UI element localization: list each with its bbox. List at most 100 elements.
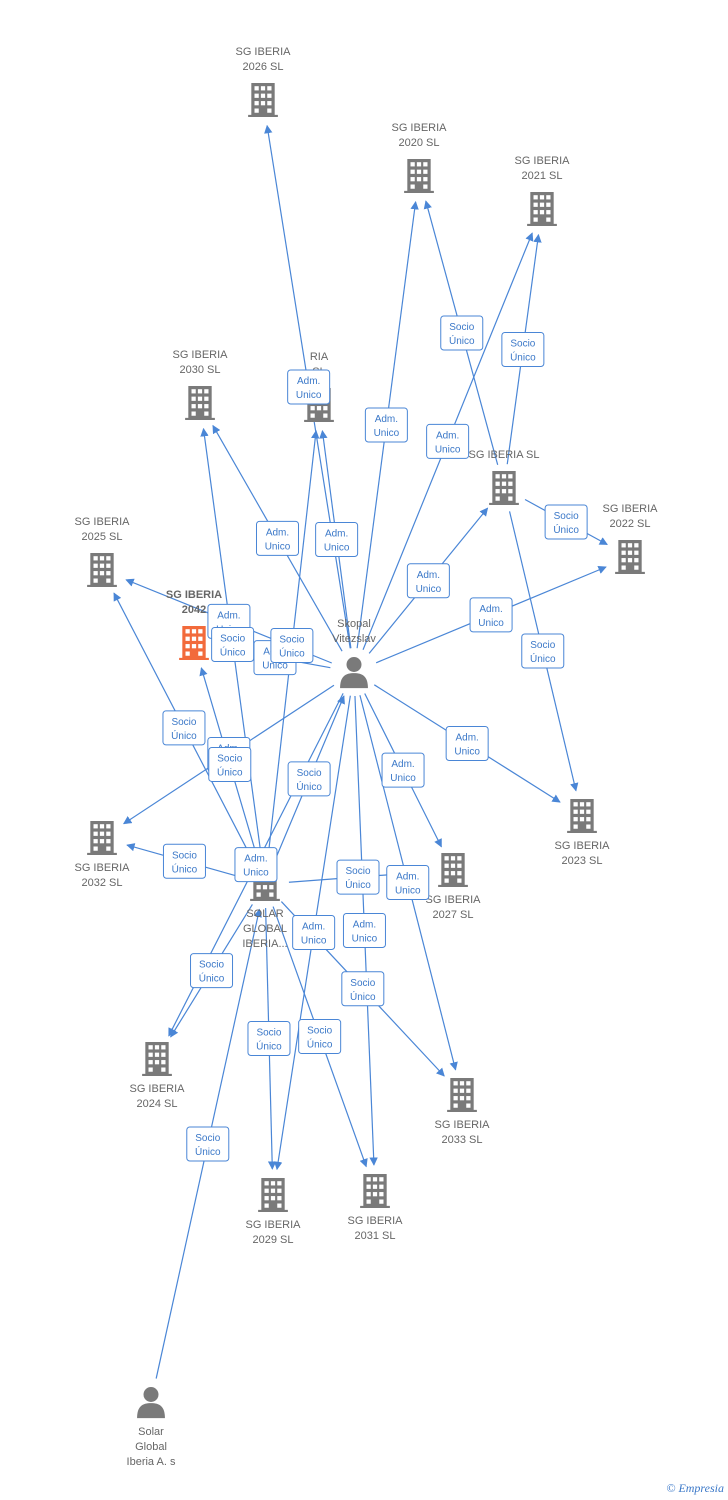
edge-label-text: Socio: [171, 717, 196, 728]
building-icon: [87, 553, 117, 587]
node-label: 2022 SL: [610, 518, 651, 530]
node-sgsl[interactable]: SG IBERIA SL: [469, 449, 540, 505]
node-label: Skopal: [337, 618, 371, 630]
edge-label-box: [287, 761, 331, 797]
edge-label-box: [162, 710, 206, 746]
edge-label-text: Adm.: [266, 527, 289, 538]
edges-layer: [113, 124, 608, 1379]
node-sg2020[interactable]: SG IBERIA 2020 SL: [391, 122, 447, 193]
node-label: 2042: [182, 604, 206, 616]
edge-label-box: [162, 843, 206, 879]
node-label: RIA: [310, 351, 329, 363]
edge-label-badge[interactable]: Adm.Unico: [315, 521, 359, 557]
edge-label-box: [234, 847, 278, 883]
copyright-symbol: ©: [666, 1481, 676, 1495]
edge-label-text: Único: [553, 523, 579, 536]
edge-label-text: Adm.: [417, 570, 440, 581]
edge-label-text: Único: [345, 878, 371, 891]
edge-label-badge[interactable]: Adm. Unico: [234, 847, 278, 883]
node-label: GLOBAL: [243, 923, 287, 935]
edge-label-text: Adm.: [391, 759, 414, 770]
node-label: SG IBERIA: [434, 1119, 490, 1131]
edge-label-badge[interactable]: Adm.Unico: [386, 865, 430, 901]
edge-label-box: [544, 504, 588, 540]
edge-label-box: [521, 633, 565, 669]
footer-credit[interactable]: © Empresia: [666, 1481, 724, 1496]
node-label: 2026 SL: [243, 61, 284, 73]
node-solar[interactable]: SOLARGLOBALIBERIA...: [242, 867, 288, 950]
node-label: Global: [135, 1441, 167, 1453]
node-label: SG IBERIA: [391, 122, 447, 134]
edge-label-badge[interactable]: Adm.Unico: [255, 520, 299, 556]
node-label: SG IBERIA: [172, 349, 228, 361]
edge-label-text: Socio: [279, 634, 304, 645]
edge-label-badge[interactable]: Adm.Unico: [426, 423, 470, 459]
building-icon: [615, 540, 645, 574]
building-icon: [404, 159, 434, 193]
edge-label-text: Único: [172, 862, 198, 875]
edge-label-text: Adm.: [375, 414, 398, 425]
edge-label-text: Adm.: [353, 920, 376, 931]
building-icon: [248, 83, 278, 117]
edge-label-box: [386, 865, 430, 901]
edge-label-text: Unico: [243, 868, 269, 879]
edge-label-text: Socio: [345, 866, 370, 877]
node-label: SG IBERIA SL: [469, 449, 540, 461]
node-label: SG IBERIA: [554, 840, 610, 852]
edge-label-text: Socio: [350, 978, 375, 989]
edge-label-badge[interactable]: Adm.Unico: [287, 369, 331, 405]
edge-label-badge[interactable]: Adm.Unico: [469, 597, 513, 633]
node-label: SG IBERIA: [602, 503, 658, 515]
edge-label-badge[interactable]: Adm.Unico: [445, 725, 489, 761]
edge-label-text: Adm.: [244, 854, 267, 865]
edge-label-text: Unico: [478, 618, 504, 629]
edge-label-badge[interactable]: Adm.Unico: [364, 407, 408, 443]
edge-label-badge[interactable]: Adm.Unico: [381, 752, 425, 788]
node-sg2022[interactable]: SG IBERIA 2022 SL: [602, 503, 658, 574]
edge-label-badge[interactable]: Adm.Unico: [406, 563, 450, 599]
building-icon: [360, 1174, 390, 1208]
edge-label-text: Único: [217, 765, 243, 778]
edge-label-badge[interactable]: Adm.Unico: [342, 913, 386, 949]
node-label: 2020 SL: [399, 137, 440, 149]
edge-label-text: Adm.: [455, 732, 478, 743]
edge-label-box: [341, 971, 385, 1007]
edge-label-box: [287, 369, 331, 405]
edge-label-text: Unico: [324, 542, 350, 553]
person-icon: [137, 1387, 165, 1419]
edge-label-badge[interactable]: Adm.Unico: [292, 915, 336, 951]
edge-label-text: Socio: [530, 640, 555, 651]
building-icon: [87, 821, 117, 855]
